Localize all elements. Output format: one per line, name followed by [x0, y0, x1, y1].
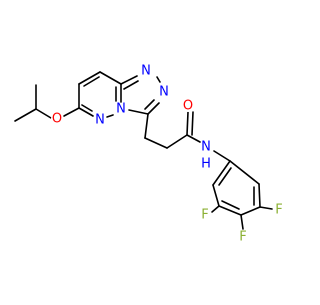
- bond-o-c6: [63, 107, 80, 117]
- bond-c3-n1: [128, 109, 149, 115]
- bond-cco-n: [186, 134, 201, 143]
- bond-ch2a-ch2b: [144, 137, 168, 149]
- bond-layer: [14, 71, 273, 230]
- bond-c4a-n-t1-in: [123, 80, 139, 90]
- atom-n-triazole-2: N: [159, 85, 169, 100]
- atom-f-meta-right: F: [275, 203, 282, 218]
- bond-n-cipso: [213, 150, 231, 162]
- bond-c5-c4: [78, 71, 101, 85]
- bond-c5ar-c6ar: [258, 183, 261, 208]
- bond-c2-c3ar: [212, 184, 220, 207]
- atom-n-pyridazine: N: [95, 113, 105, 128]
- bond-methyl-left: [14, 108, 37, 122]
- atom-f-meta-left: F: [201, 208, 208, 223]
- bond-c4a-n-t1: [120, 75, 138, 85]
- bond-c4-c4a: [99, 71, 122, 85]
- bond-c5ar-f: [259, 206, 273, 210]
- atom-h-amide: H: [201, 157, 211, 172]
- bond-c4ar-c5ar: [240, 206, 261, 216]
- structure-drawing: O N N N N O N H F F F: [14, 63, 285, 245]
- bond-c3-ch2a: [144, 113, 149, 139]
- atom-n-amide: N: [201, 140, 211, 155]
- bond-ch2b-cco: [166, 134, 188, 149]
- bond-n-t1-n-t2: [156, 76, 161, 83]
- molecule-canvas: O N N N N O N H F F F: [14, 63, 285, 245]
- bond-c6ar-cipso: [229, 160, 260, 185]
- atom-o-carbonyl: O: [183, 99, 193, 114]
- bond-n2-c6: [78, 107, 94, 117]
- atom-n-bridgehead: N: [116, 102, 126, 117]
- bond-c5-c4-inner: [83, 76, 100, 87]
- bond-n-t2-c3: [147, 102, 160, 115]
- atom-o-ether: O: [52, 112, 62, 127]
- bond-n1-n2: [106, 114, 114, 118]
- atom-label-layer: O N N N N O N H F F F: [51, 64, 285, 245]
- bond-ch-o: [35, 108, 52, 119]
- bond-cco-o-inner: [191, 111, 194, 136]
- bond-n-t2-c3-in: [144, 99, 155, 110]
- bond-cipso-c2: [212, 160, 231, 186]
- bond-c3ar-c4ar: [218, 205, 242, 216]
- bond-c3ar-f: [211, 205, 220, 213]
- bond-n2-c6-inner: [81, 104, 93, 112]
- atom-f-para: F: [239, 230, 246, 245]
- bond-c3ar-c4ar-in: [221, 200, 240, 210]
- bond-c4ar-f: [240, 214, 244, 230]
- bond-cipso-c2-in: [218, 167, 232, 186]
- atom-n-triazole-1: N: [141, 64, 151, 79]
- bond-cco-o: [186, 111, 189, 136]
